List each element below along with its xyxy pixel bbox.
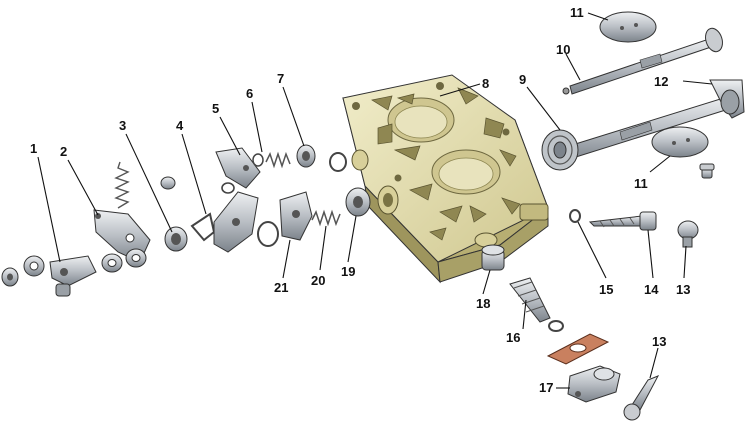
callout-label: 13 (676, 282, 690, 297)
callout-label: 8 (482, 76, 489, 91)
gasket (546, 333, 610, 365)
spring-part-6 (252, 151, 291, 169)
spring-part-20 (311, 209, 341, 227)
callout-label: 19 (341, 264, 355, 279)
diaphragm-part-19 (345, 187, 371, 217)
cam-part-21 (279, 191, 313, 241)
washer-pair-left (101, 248, 147, 273)
throttle-shaft-part-9 (541, 95, 733, 171)
mount-bracket-part-17 (567, 365, 621, 403)
callout-label: 18 (476, 296, 490, 311)
callout-label: 1 (30, 141, 37, 156)
carburetor-body-part-8 (342, 74, 549, 284)
callout-label: 17 (539, 380, 553, 395)
screw-part-13-lower (623, 375, 660, 421)
callout-label: 20 (311, 273, 325, 288)
callout-label: 9 (519, 72, 526, 87)
lever-part-5 (215, 147, 261, 194)
jet-holder-part-18 (481, 244, 505, 271)
washer-small (548, 320, 564, 332)
spring-left (114, 161, 130, 209)
callout-label: 16 (506, 330, 520, 345)
shaft-lever-part-12 (709, 79, 745, 119)
nut-small-top (160, 176, 176, 190)
leader-lines (37, 12, 713, 389)
throttle-plate-part-11-top (599, 11, 657, 43)
callout-label: 11 (570, 5, 584, 20)
callout-label: 11 (634, 176, 648, 191)
adjusting-screw-part-14 (588, 211, 657, 231)
spacer-part-4 (190, 212, 216, 242)
throttle-plate-part-11-bottom (651, 126, 709, 158)
callout-label: 14 (644, 282, 659, 297)
throttle-shaft-part-10 (562, 27, 723, 95)
bushing-part-3 (164, 226, 188, 252)
callout-label: 13 (652, 334, 666, 349)
callout-label: 12 (654, 74, 668, 89)
callout-label: 7 (277, 71, 284, 86)
callout-label: 2 (60, 144, 67, 159)
lever-part-1 (49, 255, 97, 297)
screw-part-15 (569, 209, 581, 223)
callout-label: 6 (246, 86, 253, 101)
callout-label: 21 (274, 280, 288, 295)
callout-label: 4 (176, 118, 184, 133)
small-screw-right (699, 163, 715, 179)
plug-part-13-upper (677, 220, 699, 248)
callout-label: 10 (556, 42, 570, 57)
sleeve-part-7 (296, 144, 347, 172)
lever-bracket-left (213, 191, 279, 253)
callout-label: 5 (212, 101, 219, 116)
washer-left (23, 255, 45, 277)
nut-left (1, 267, 19, 287)
callout-label: 3 (119, 118, 126, 133)
callout-numbers: 1 2 3 4 5 6 7 8 9 10 11 11 12 13 13 14 1… (30, 5, 690, 395)
callout-label: 15 (599, 282, 613, 297)
needle-valve-part-16 (509, 277, 551, 323)
